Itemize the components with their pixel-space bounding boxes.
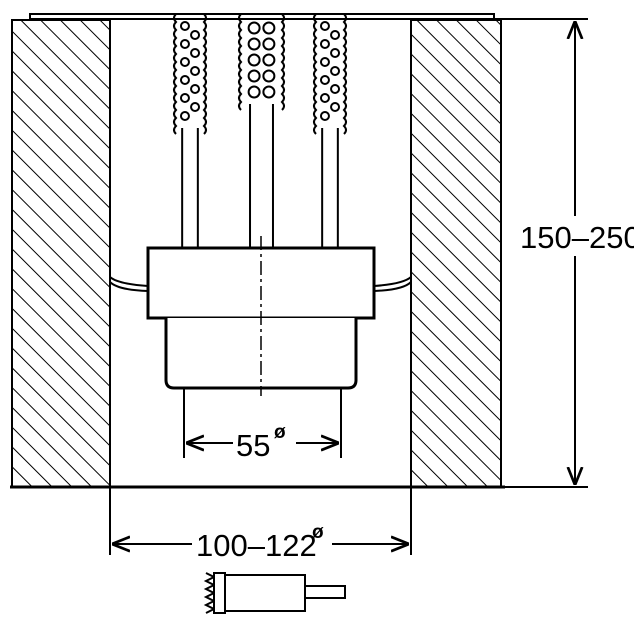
anchor-strip-right — [313, 13, 347, 248]
strip-edge — [313, 13, 318, 135]
outlet-diameter-dimension: 55 ø — [183, 388, 342, 463]
strip-edge — [202, 13, 207, 135]
strip-hole — [330, 84, 341, 94]
strip-hole — [330, 102, 341, 112]
strip-hole — [179, 21, 190, 31]
strip-hole — [330, 30, 341, 40]
strip-edge — [238, 13, 243, 111]
drain-body — [109, 236, 412, 396]
strip-hole — [247, 69, 261, 83]
strip-hole — [319, 75, 330, 85]
strip-hole — [179, 93, 190, 103]
strip-hole — [179, 75, 190, 85]
top-flange — [29, 13, 495, 20]
concrete-left-section — [11, 19, 111, 488]
strip-hole — [247, 85, 261, 99]
strip-hole — [179, 57, 190, 67]
concrete-right-section — [410, 19, 502, 488]
outlet-diameter-label: 55 — [236, 428, 270, 463]
strip-hole — [319, 21, 330, 31]
strip-edge — [342, 13, 347, 135]
drill-body — [224, 574, 306, 612]
strip-hole — [190, 48, 201, 58]
body-side-wings — [109, 276, 412, 292]
strip-hole — [330, 48, 341, 58]
anchor-strip-center — [238, 13, 285, 248]
strip-hole — [247, 37, 261, 51]
strip-hole — [262, 85, 276, 99]
strip-hole — [262, 21, 276, 35]
outlet-diameter-symbol: ø — [274, 422, 286, 443]
strip-hole — [179, 39, 190, 49]
strip-hole — [190, 66, 201, 76]
strip-hole — [262, 69, 276, 83]
bore-diameter-dimension: 100–122 ø — [109, 487, 412, 563]
drill-teeth — [203, 572, 217, 614]
strip-hole — [247, 21, 261, 35]
flange-plate — [29, 13, 495, 20]
bore-diameter-label: 100–122 — [196, 528, 317, 563]
strip-hole — [190, 102, 201, 112]
drill-crown — [213, 572, 226, 614]
concrete-slab — [10, 19, 505, 489]
strip-hole — [330, 66, 341, 76]
core-drill-icon — [203, 572, 346, 614]
anchor-strip-left — [173, 13, 207, 248]
depth-range-label: 150–250 — [520, 220, 634, 255]
strip-hole — [247, 53, 261, 67]
drill-shank — [304, 585, 346, 599]
strip-hole — [262, 37, 276, 51]
drain-housing — [146, 246, 376, 320]
strip-hole — [319, 39, 330, 49]
strip-hole — [319, 93, 330, 103]
strip-hole — [190, 30, 201, 40]
strip-edge — [173, 13, 178, 135]
strip-hole — [179, 111, 190, 121]
strip-hole — [319, 111, 330, 121]
strip-edge — [280, 13, 285, 111]
depth-dimension: 150–250 — [494, 18, 634, 488]
strip-hole — [190, 84, 201, 94]
strip-hole — [319, 57, 330, 67]
bore-diameter-symbol: ø — [312, 522, 324, 543]
strip-hole — [262, 53, 276, 67]
drain-outlet — [164, 318, 358, 390]
anchor-strips — [173, 13, 347, 248]
